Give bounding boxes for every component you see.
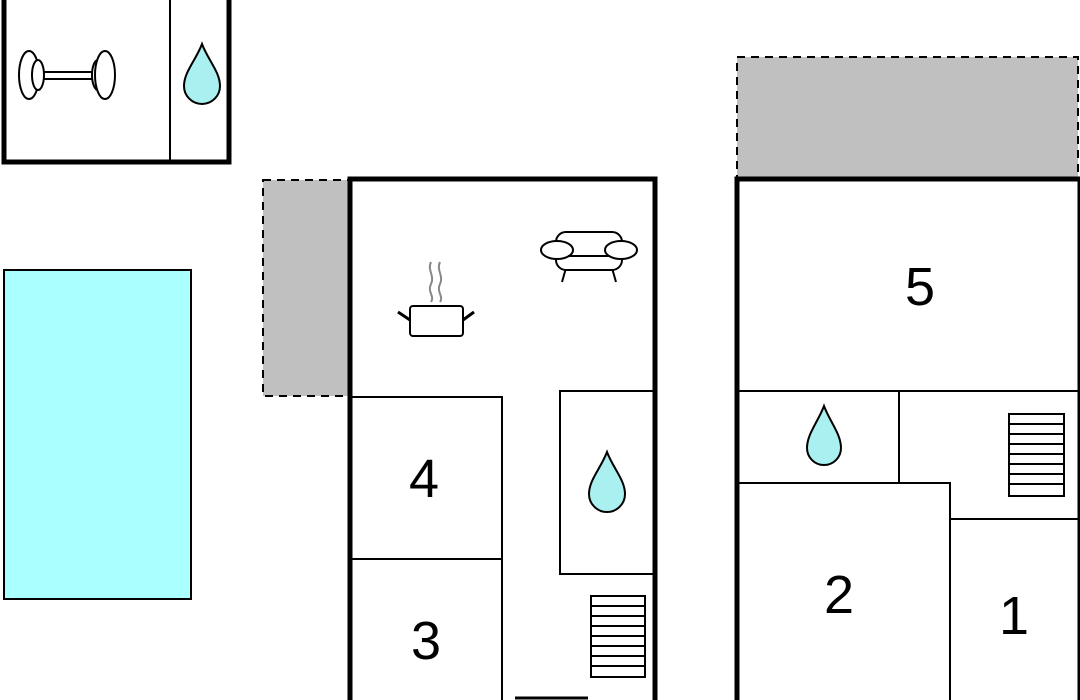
bathroom-outline — [559, 390, 656, 575]
terrace-right — [736, 56, 1079, 179]
room-number: 4 — [409, 449, 439, 509]
room-number: 2 — [824, 565, 854, 625]
water-drop-icon — [587, 449, 627, 513]
room-1-outline — [949, 518, 1080, 700]
swimming-pool — [3, 269, 192, 600]
room-number: 5 — [905, 257, 935, 317]
dumbbell-icon — [18, 50, 116, 100]
water-drop-icon — [805, 403, 843, 466]
room-number: 1 — [999, 586, 1029, 646]
cooking-pot-icon — [397, 261, 475, 337]
stairs-icon — [1008, 413, 1065, 497]
terrace-left — [262, 179, 350, 397]
middle-building: 4 3 — [347, 176, 658, 700]
right-building: 5 2 1 — [734, 176, 1080, 700]
annex-building — [1, 0, 232, 165]
room-number: 3 — [411, 611, 441, 671]
room-3-outline — [349, 558, 503, 700]
sofa-icon — [540, 231, 638, 283]
stairs-icon — [590, 595, 646, 678]
water-drop-icon — [182, 41, 222, 105]
